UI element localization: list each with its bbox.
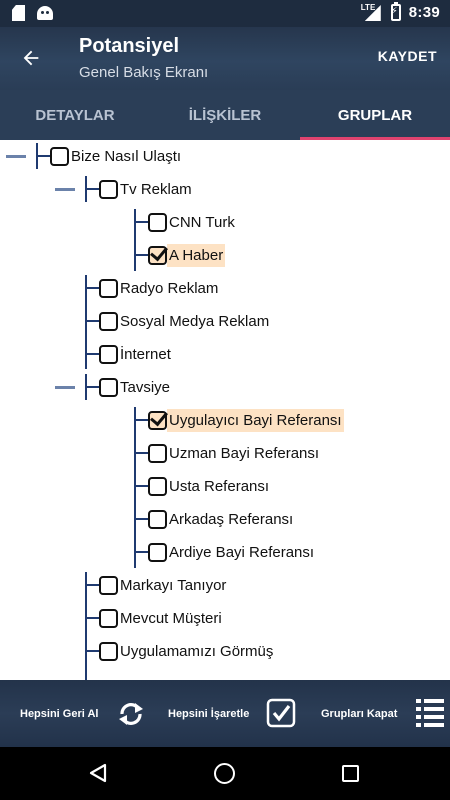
checkbox[interactable]	[50, 146, 69, 166]
node-label: İnternet	[120, 345, 171, 363]
node-label: A Haber	[167, 243, 226, 267]
status-bar: LTE 8:39	[0, 0, 450, 27]
tab-relations[interactable]: İLİŞKİLER	[188, 106, 262, 124]
tree-node-uygulamamizi-gormus[interactable]: Uygulamamızı Görmüş	[99, 638, 273, 664]
node-label: Tv Reklam	[120, 180, 192, 198]
checkbox[interactable]	[99, 344, 118, 364]
node-label: Ardiye Bayi Referansı	[169, 543, 315, 561]
battery-charging-icon	[390, 1, 401, 21]
node-label: Uygulayıcı Bayi Referansı	[167, 408, 344, 432]
android-debug-icon	[37, 6, 53, 20]
checkbox[interactable]	[148, 542, 167, 562]
system-nav-bar	[0, 747, 450, 800]
undo-all-button[interactable]: Hepsini Geri Al	[20, 680, 98, 747]
node-label: Sosyal Medya Reklam	[120, 312, 270, 330]
tree-node-uygulayici-bayi[interactable]: Uygulayıcı Bayi Referansı	[148, 407, 344, 433]
checkbox[interactable]	[148, 410, 167, 430]
checkbox[interactable]	[99, 608, 118, 628]
nav-back-icon[interactable]	[88, 763, 108, 783]
checkbox[interactable]	[148, 476, 167, 496]
checkbox[interactable]	[99, 179, 118, 199]
bottom-toolbar: Hepsini Geri Al Hepsini İşaretle Gruplar…	[0, 680, 450, 747]
save-button[interactable]: KAYDET	[377, 48, 437, 64]
back-button[interactable]	[14, 41, 48, 75]
node-label: Markayı Tanıyor	[120, 576, 227, 594]
tree-node-usta[interactable]: Usta Referansı	[148, 473, 269, 499]
tree-node-sosyal-medya[interactable]: Sosyal Medya Reklam	[99, 308, 269, 334]
collapse-toggle-tavsiye[interactable]	[55, 386, 75, 389]
tab-bar: DETAYLAR İLİŞKİLER GRUPLAR	[0, 90, 450, 140]
tree-node-tavsiye[interactable]: Tavsiye	[99, 374, 170, 400]
status-time: 8:39	[408, 3, 440, 21]
tree-node-root[interactable]: Bize Nasıl Ulaştı	[50, 143, 181, 169]
tree-node-cnn-turk[interactable]: CNN Turk	[148, 209, 235, 235]
group-tree: Bize Nasıl Ulaştı Tv Reklam CNN Turk A H…	[0, 140, 450, 680]
tree-node-internet[interactable]: İnternet	[99, 341, 171, 367]
tree-node-uzman-bayi[interactable]: Uzman Bayi Referansı	[148, 440, 319, 466]
tree-node-ardiye-bayi[interactable]: Ardiye Bayi Referansı	[148, 539, 314, 565]
list-icon[interactable]	[416, 698, 444, 728]
checkbox[interactable]	[148, 245, 167, 265]
checkbox[interactable]	[148, 443, 167, 463]
node-label: CNN Turk	[169, 213, 235, 231]
collapse-groups-button[interactable]: Grupları Kapat	[321, 680, 397, 747]
node-label: Arkadaş Referansı	[169, 510, 294, 528]
checkbox[interactable]	[99, 278, 118, 298]
collapse-toggle-tv[interactable]	[55, 188, 75, 191]
nav-home-icon[interactable]	[214, 763, 235, 784]
app-bar: Potansiyel Genel Bakış Ekranı KAYDET	[0, 27, 450, 90]
nav-recent-apps-icon[interactable]	[342, 765, 359, 782]
collapse-toggle-root[interactable]	[6, 155, 26, 158]
page-title: Potansiyel	[79, 35, 180, 57]
sd-card-icon	[12, 5, 25, 21]
checkbox[interactable]	[99, 311, 118, 331]
undo-all-label: Hepsini Geri Al	[20, 707, 99, 720]
checkbox[interactable]	[148, 509, 167, 529]
tree-node-markayi-taniyor[interactable]: Markayı Tanıyor	[99, 572, 226, 598]
checkbox[interactable]	[99, 641, 118, 661]
tab-details[interactable]: DETAYLAR	[35, 106, 115, 124]
tab-groups[interactable]: GRUPLAR	[300, 90, 450, 140]
checkbox[interactable]	[148, 212, 167, 232]
node-label: Uygulamamızı Görmüş	[120, 642, 274, 660]
arrow-back-icon	[23, 50, 39, 66]
page-subtitle: Genel Bakış Ekranı	[79, 64, 209, 81]
tree-node-a-haber[interactable]: A Haber	[148, 242, 226, 268]
sync-icon[interactable]	[116, 700, 146, 728]
node-label: Radyo Reklam	[120, 279, 219, 297]
tree-node-arkadas[interactable]: Arkadaş Referansı	[148, 506, 293, 532]
check-all-button[interactable]: Hepsini İşaretle	[168, 680, 249, 747]
collapse-groups-label: Grupları Kapat	[321, 707, 398, 720]
node-label: Mevcut Müşteri	[120, 609, 222, 627]
node-label: Usta Referansı	[169, 477, 270, 495]
check-all-label: Hepsini İşaretle	[168, 707, 250, 720]
tree-node-tv-reklam[interactable]: Tv Reklam	[99, 176, 192, 202]
lte-label: LTE	[360, 3, 376, 12]
checkbox[interactable]	[99, 575, 118, 595]
checkbox-icon[interactable]	[266, 698, 296, 728]
node-label: Tavsiye	[120, 378, 171, 396]
tree-node-radyo-reklam[interactable]: Radyo Reklam	[99, 275, 218, 301]
node-label: Uzman Bayi Referansı	[169, 444, 320, 462]
node-label: Bize Nasıl Ulaştı	[71, 147, 182, 165]
tree-node-mevcut-musteri[interactable]: Mevcut Müşteri	[99, 605, 222, 631]
checkbox[interactable]	[99, 377, 118, 397]
